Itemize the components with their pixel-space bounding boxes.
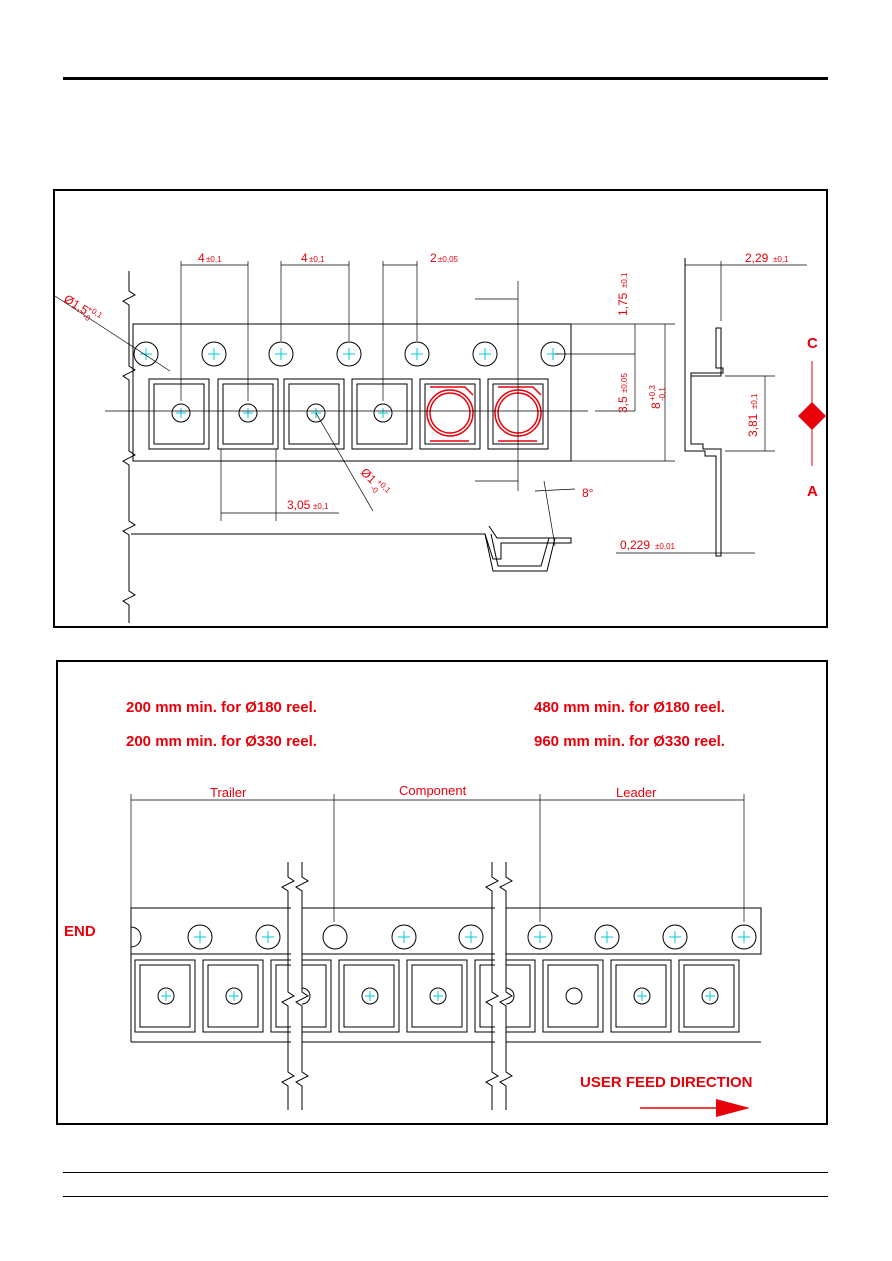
pitch2-tol: ±0,1 xyxy=(309,255,325,264)
pitch2-label: 4 xyxy=(301,251,308,265)
hole-dia-tol-minus: -0 xyxy=(81,312,92,324)
pocket-h-label: 3,81 xyxy=(746,413,760,437)
pocket-w-tol: ±0,1 xyxy=(313,502,329,511)
centerline-marks xyxy=(161,931,750,1001)
header-rule xyxy=(63,77,828,80)
edge-tol: ±0,1 xyxy=(620,272,629,288)
tape-dimension-panel: C A 4 ±0,1 4 ±0,1 2 ±0,05 Ø1,5 +0,1 -0 1… xyxy=(53,189,828,628)
note-right-2: 960 mm min. for Ø330 reel. xyxy=(534,733,725,750)
marker-a: A xyxy=(807,483,818,500)
feed-direction-label: USER FEED DIRECTION xyxy=(580,1074,753,1091)
leader-label: Leader xyxy=(616,785,657,800)
component-outlines xyxy=(426,386,542,442)
edge-label: 1,75 xyxy=(616,292,630,316)
thickness-label: 0,229 xyxy=(620,538,650,552)
end-label: END xyxy=(64,923,96,940)
break-bands xyxy=(291,862,506,1110)
tape-outline xyxy=(132,323,572,462)
tape-dimension-drawing: C A 4 ±0,1 4 ±0,1 2 ±0,05 Ø1,5 +0,1 -0 1… xyxy=(55,251,826,623)
note-right-1: 480 mm min. for Ø180 reel. xyxy=(534,699,725,716)
angle-label: 8° xyxy=(582,486,594,500)
pitch-tol: ±0,1 xyxy=(206,255,222,264)
f-tol: ±0,05 xyxy=(620,372,629,393)
thickness-tol: ±0,01 xyxy=(655,542,676,551)
note-left-1: 200 mm min. for Ø180 reel. xyxy=(126,699,317,716)
marker-c: C xyxy=(807,335,818,352)
p2-label: 2 xyxy=(430,251,437,265)
depth-tol: ±0,1 xyxy=(773,255,789,264)
note-left-2: 200 mm min. for Ø330 reel. xyxy=(126,733,317,750)
section-marker: C A xyxy=(798,335,826,500)
tape-outline xyxy=(130,907,762,955)
pocket-w-label: 3,05 xyxy=(287,498,311,512)
break-line xyxy=(122,271,136,623)
leader-trailer-drawing: 200 mm min. for Ø180 reel. 200 mm min. f… xyxy=(64,699,762,1117)
feed-arrow-icon xyxy=(640,1099,750,1117)
component-label: Component xyxy=(399,783,467,798)
pocket-h-tol: ±0,1 xyxy=(750,393,759,409)
f-label: 3,5 xyxy=(616,396,630,413)
footer-rule-1 xyxy=(63,1172,828,1173)
pocket-dia-tol-minus: -0 xyxy=(368,484,380,496)
width-label: 8 xyxy=(649,402,663,409)
trailer-label: Trailer xyxy=(210,785,247,800)
p2-tol: ±0,05 xyxy=(438,255,459,264)
pitch-label: 4 xyxy=(198,251,205,265)
leader-trailer-panel: 200 mm min. for Ø180 reel. 200 mm min. f… xyxy=(56,660,828,1125)
footer-rule-2 xyxy=(63,1196,828,1197)
width-tol-minus: -0,1 xyxy=(658,387,667,401)
width-tol-plus: +0,3 xyxy=(648,385,657,401)
depth-label: 2,29 xyxy=(745,251,769,265)
